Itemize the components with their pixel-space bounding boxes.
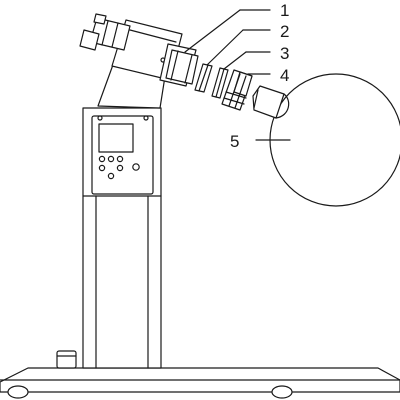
callout-1: 1 [280, 1, 289, 20]
button-icon [116, 155, 124, 163]
button-icon [98, 164, 106, 172]
callouts: 1 2 3 4 5 [230, 1, 289, 151]
callout-4: 4 [280, 66, 289, 85]
button-icon [132, 163, 140, 171]
motor-arm [79, 13, 197, 109]
base-knob [56, 350, 77, 369]
part-3-clip [211, 67, 229, 99]
part-1-sleeve [165, 49, 199, 85]
button-icon [98, 155, 106, 163]
callout-5: 5 [230, 132, 239, 151]
display-screen [98, 123, 134, 153]
part-4-clamp-nut [221, 69, 253, 111]
button-icon [107, 155, 115, 163]
callout-3: 3 [280, 44, 289, 63]
button-icon [116, 164, 124, 172]
part-5-flask [252, 73, 400, 207]
leader-lines [184, 9, 291, 141]
callout-2: 2 [280, 22, 289, 41]
part-2-seal [194, 63, 213, 93]
button-icon [107, 172, 115, 180]
base-plate [0, 367, 400, 399]
control-panel [91, 115, 154, 195]
